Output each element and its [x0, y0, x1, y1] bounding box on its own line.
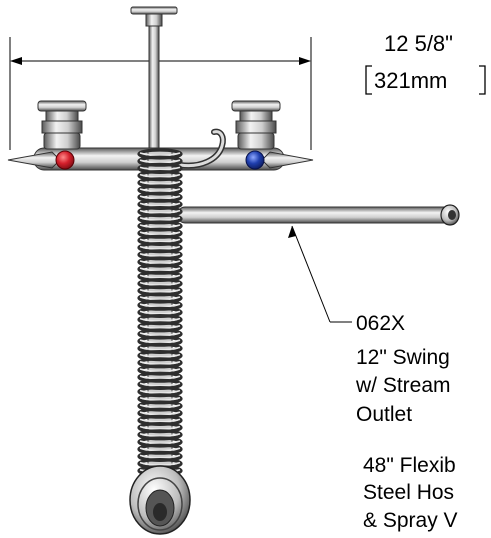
spring-coil-highlight [139, 289, 181, 294]
spring-coil-highlight [139, 353, 181, 358]
spring-coil-highlight [139, 296, 181, 301]
spring-coil-highlight [139, 267, 181, 272]
spring-coil-highlight [139, 281, 181, 286]
swing-callout-line-2: 12" Swing [356, 346, 450, 369]
spring-coil-highlight [139, 166, 181, 171]
spring-coil-highlight [139, 224, 181, 229]
spring-coil-highlight [139, 238, 181, 243]
flexible-hose [129, 148, 191, 535]
spring-coil-highlight [139, 260, 181, 265]
top-supply-riser [130, 6, 178, 155]
cold-handle-indicator [245, 150, 265, 170]
spring-coil-highlight [139, 440, 181, 445]
spring-coil-highlight [139, 209, 181, 214]
right-wing-handle [261, 151, 314, 169]
spring-coil-highlight [139, 454, 181, 459]
spring-coil-highlight [139, 418, 181, 423]
spring-coil-highlight [139, 411, 181, 416]
spring-coil-highlight [139, 368, 181, 373]
dimension-annotation: 12 5/8" 321mm [9, 31, 486, 150]
spring-coil-highlight [139, 310, 181, 315]
hot-valve [37, 100, 87, 170]
swing-nozzle [177, 204, 460, 226]
spring-coil-highlight [139, 195, 181, 200]
spring-coil-highlight [139, 425, 181, 430]
spring-coil-highlight [139, 231, 181, 236]
leader-lines [288, 225, 352, 323]
hose-callout: 48" Flexib Steel Hos & Spray V [363, 454, 458, 532]
dimension-imperial-text: 12 5/8" [384, 31, 453, 56]
spring-coil-highlight [139, 253, 181, 258]
spring-coil-highlight [139, 339, 181, 344]
spring-coil-highlight [139, 274, 181, 279]
left-wing-handle [7, 151, 61, 169]
spring-coil-highlight [139, 461, 181, 466]
spring-coil-highlight [139, 433, 181, 438]
spring-coil-highlight [139, 181, 181, 186]
spring-coil-highlight [139, 375, 181, 380]
swing-callout: 062X 12" Swing w/ Stream Outlet [355, 312, 451, 426]
spring-coil-highlight [139, 397, 181, 402]
spring-coil-highlight [139, 188, 181, 193]
spring-coil-highlight [139, 317, 181, 322]
spring-coil-highlight [139, 159, 181, 164]
swing-callout-line-3: w/ Stream [355, 374, 451, 397]
spring-coil-highlight [139, 447, 181, 452]
hot-handle-indicator [55, 150, 75, 170]
spring-coil-highlight [139, 173, 181, 178]
spring-coil-highlight [139, 152, 181, 157]
spring-coil-highlight [139, 382, 181, 387]
dimension-bracket-right [479, 65, 486, 95]
spring-coil-highlight [139, 303, 181, 308]
hose-callout-line-2: Steel Hos [363, 481, 454, 504]
spring-coil-highlight [139, 217, 181, 222]
swing-callout-line-4: Outlet [356, 403, 412, 426]
spray-valve [129, 465, 191, 535]
dimension-bracket-left [365, 65, 372, 95]
spring-coil-highlight [139, 245, 181, 250]
spring-coil-highlight [139, 404, 181, 409]
spring-coil-highlight [139, 332, 181, 337]
hose-spring [137, 148, 183, 484]
swing-callout-line-1: 062X [356, 312, 405, 335]
dimension-metric-text: 321mm [374, 68, 447, 93]
cold-valve [231, 100, 281, 170]
swing-leader-line [291, 225, 331, 323]
spring-coil-highlight [139, 361, 181, 366]
spring-coil-highlight [139, 202, 181, 207]
spring-coil-highlight [139, 346, 181, 351]
hose-callout-line-1: 48" Flexib [363, 454, 456, 477]
hose-callout-line-3: & Spray V [363, 509, 458, 532]
spring-coil-highlight [139, 325, 181, 330]
spring-coil-highlight [139, 389, 181, 394]
